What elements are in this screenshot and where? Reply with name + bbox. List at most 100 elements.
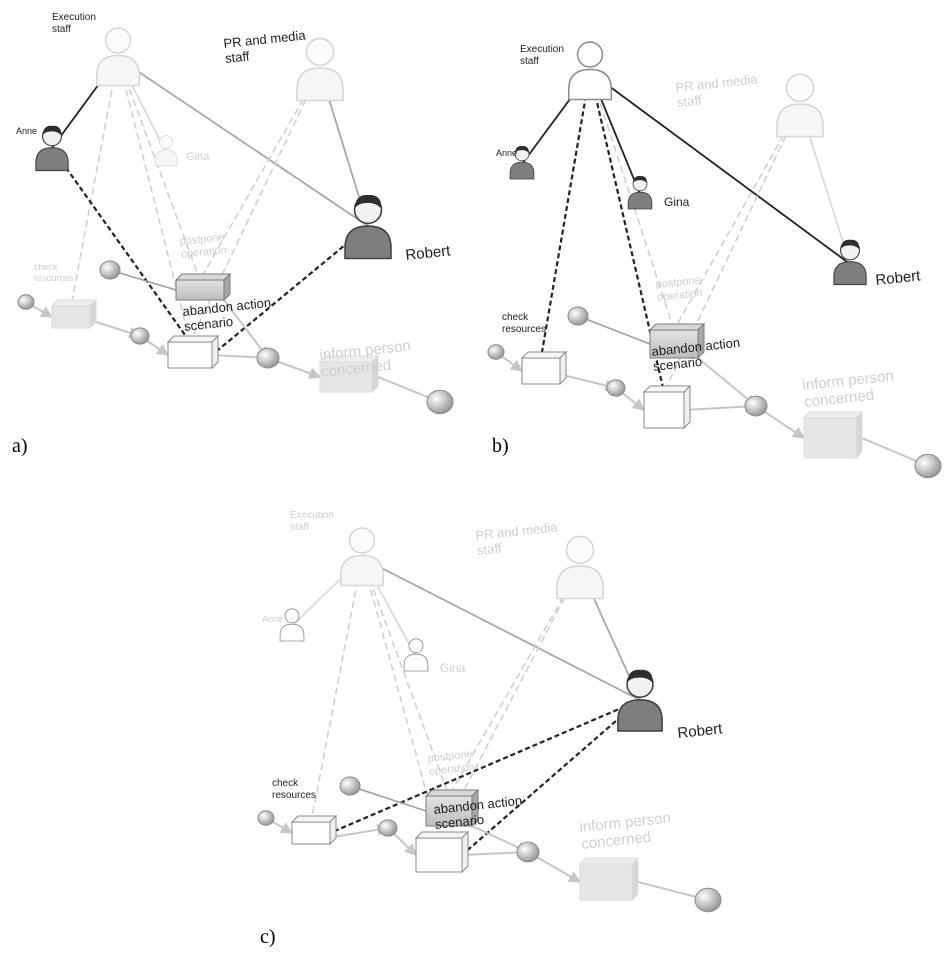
link-exec-rob xyxy=(589,71,851,265)
box-top xyxy=(520,351,568,359)
link-pr-abandon xyxy=(663,105,801,393)
box-side xyxy=(683,384,691,430)
person-robert xyxy=(344,194,392,260)
person-body xyxy=(154,149,178,166)
box-top xyxy=(166,335,220,343)
link-exec-post xyxy=(117,57,201,281)
person-body xyxy=(96,54,140,87)
box-front xyxy=(579,863,633,901)
label-anne: Anne xyxy=(16,126,37,136)
box-side xyxy=(631,856,639,902)
label-gina: Gina xyxy=(440,661,466,675)
start-event xyxy=(17,294,35,310)
person-head xyxy=(408,638,424,654)
label-anne: Anne xyxy=(496,148,517,158)
merge-node xyxy=(256,347,280,369)
gateway-node xyxy=(99,260,121,280)
label-pr-staff: PR and mediastaff xyxy=(675,71,761,110)
task-check-resources xyxy=(290,814,338,846)
box-top xyxy=(50,299,98,307)
end-event xyxy=(694,887,722,913)
label-robert: Robert xyxy=(875,267,922,289)
person-body xyxy=(556,565,604,600)
box-top xyxy=(648,323,706,331)
person-hair xyxy=(840,239,860,250)
link-rob-abandon xyxy=(211,225,369,356)
label-inform-person: inform personconcerned xyxy=(319,337,414,380)
link-pr-post xyxy=(199,69,321,281)
task-postpone-operation xyxy=(424,788,480,828)
merge-node xyxy=(516,841,540,863)
task-check-resources xyxy=(50,298,98,330)
person-body xyxy=(296,67,344,102)
person-hair xyxy=(627,669,653,683)
box-top xyxy=(424,789,480,797)
box-side xyxy=(461,830,469,874)
person-robert xyxy=(617,669,663,732)
label-robert: Robert xyxy=(677,720,724,742)
panel-caption: a) xyxy=(12,435,28,457)
link-rob-abandon xyxy=(461,699,641,856)
start-event xyxy=(487,344,505,360)
panel-caption: c) xyxy=(260,926,276,948)
box-front xyxy=(175,279,225,301)
panel-caption: b) xyxy=(492,435,509,457)
person-head xyxy=(159,135,173,149)
person-body xyxy=(833,261,867,286)
link-exec-check xyxy=(539,71,592,359)
role-execution-staff xyxy=(96,27,140,87)
label-pr-staff: PR and mediastaff xyxy=(475,519,561,558)
label-inform-person: inform personconcerned xyxy=(579,809,674,852)
person-robert xyxy=(833,239,867,286)
label-postpone-operation: postponeoperation xyxy=(655,274,703,304)
box-front xyxy=(51,305,91,329)
person-anne xyxy=(35,125,69,172)
box-front xyxy=(319,361,373,393)
box-top xyxy=(578,857,640,865)
start-event xyxy=(257,810,275,826)
role-pr-media-staff xyxy=(556,535,604,600)
link-rob-check xyxy=(329,698,641,835)
gateway-node xyxy=(606,379,626,397)
person-gina xyxy=(154,135,178,166)
person-hair xyxy=(42,125,62,136)
box-front xyxy=(521,357,561,385)
role-execution-staff xyxy=(568,41,612,101)
person-body xyxy=(568,68,612,101)
box-front xyxy=(643,391,685,429)
task-inform-person xyxy=(578,856,640,902)
task-abandon-action xyxy=(414,830,470,874)
role-execution-staff xyxy=(340,527,384,587)
box-top xyxy=(174,273,232,281)
role-pr-media-staff xyxy=(296,37,344,102)
person-gina xyxy=(403,638,429,672)
person-head xyxy=(305,37,335,67)
label-robert: Robert xyxy=(405,242,452,264)
task-check-resources xyxy=(520,350,568,386)
link-pr-post xyxy=(673,105,801,331)
gateway-node xyxy=(130,327,150,345)
box-side xyxy=(211,334,219,370)
box-side xyxy=(559,350,567,386)
person-head xyxy=(348,527,376,554)
label-gina: Gina xyxy=(186,151,210,163)
box-front xyxy=(291,821,331,845)
person-body xyxy=(403,653,429,672)
box-side xyxy=(855,410,863,460)
person-body xyxy=(776,103,824,138)
person-gina xyxy=(627,176,653,210)
person-anne xyxy=(279,608,305,642)
person-head xyxy=(785,73,815,103)
person-body xyxy=(509,161,535,180)
link-pr-abandon xyxy=(189,69,321,343)
task-postpone-operation xyxy=(174,272,232,302)
box-front xyxy=(649,329,699,359)
flow-gate-postpone xyxy=(349,785,427,812)
